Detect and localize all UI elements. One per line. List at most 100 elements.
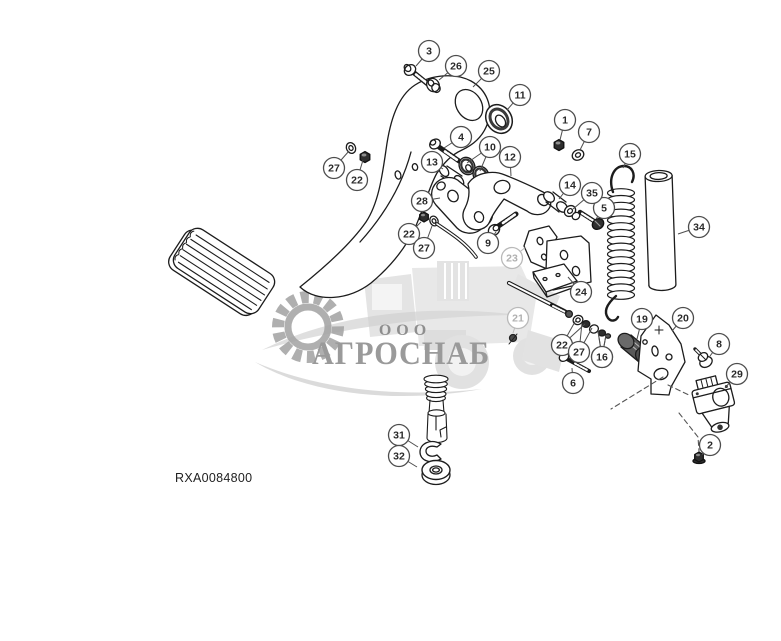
callout-balloon (498, 145, 522, 169)
alignment-dashed-lines (610, 376, 700, 452)
nut-22b (419, 211, 429, 223)
bolt-3 (403, 63, 432, 88)
washer-nut-stack-16 (572, 314, 612, 339)
washer-26 (426, 77, 441, 94)
callout-number: 6 (570, 378, 576, 390)
callout-27: 27 (322, 150, 350, 180)
callout-number: 27 (418, 243, 430, 255)
callout-balloon (477, 59, 501, 83)
watermark-harvester (364, 261, 566, 389)
callout-number: 25 (483, 66, 495, 78)
callout-balloon (580, 181, 604, 205)
callout-number: 20 (677, 313, 689, 325)
callout-number: 29 (731, 369, 743, 381)
callout-balloon (444, 54, 468, 78)
watermark-company-name: АГРОСНАБ (312, 336, 490, 372)
callout-28: 28 (410, 189, 441, 213)
control-rod-upper (435, 222, 478, 259)
callout-balloon (569, 280, 593, 304)
callout-balloon (687, 215, 711, 239)
callout-3: 3 (415, 39, 441, 67)
callout-number: 15 (624, 149, 636, 161)
watermark-company-prefix: ООО (379, 322, 431, 339)
pin-21 (508, 333, 518, 345)
figure-code: RXA0084800 (175, 471, 252, 485)
callout-number: 7 (586, 127, 592, 139)
callout-number: 32 (393, 451, 405, 463)
callout-balloon (630, 307, 654, 331)
callout-balloon (478, 135, 502, 159)
callout-number: 26 (450, 61, 462, 73)
bolt-5 (577, 209, 605, 230)
nut-22a (359, 150, 371, 164)
callout-6: 6 (561, 367, 585, 395)
callout-number: 22 (403, 229, 415, 241)
bracket-20 (637, 314, 686, 396)
clip-31 (419, 440, 442, 463)
bushing-11 (484, 103, 514, 135)
callout-balloon (387, 444, 411, 468)
watermark: ООО АГРОСНАБ (255, 261, 566, 397)
callout-balloon (577, 120, 601, 144)
callout-32: 32 (387, 444, 418, 468)
link-arm-12 (462, 171, 552, 231)
callout-balloon (500, 246, 524, 270)
spring-15 (604, 164, 636, 322)
callout-number: 19 (636, 314, 648, 326)
callout-25: 25 (472, 59, 501, 88)
callout-5: 5 (592, 196, 616, 220)
callout-26: 26 (438, 54, 468, 81)
callout-21: 21 (506, 306, 530, 334)
callout-balloon (345, 168, 369, 192)
callout-number: 10 (484, 142, 496, 154)
callout-24: 24 (567, 276, 593, 304)
callout-number: 12 (504, 152, 516, 164)
callout-29: 29 (724, 362, 749, 389)
callout-35: 35 (572, 181, 604, 210)
bracket-24 (532, 235, 592, 298)
callout-number: 22 (556, 340, 568, 352)
callout-balloon (449, 125, 473, 149)
callout-31: 31 (387, 423, 419, 448)
callout-number: 28 (416, 196, 428, 208)
callout-11: 11 (506, 83, 532, 111)
callout-number: 23 (506, 253, 518, 265)
watermark-leaf-swoosh-lower (255, 362, 482, 397)
callout-balloon (725, 362, 749, 386)
pedal-arm-pivot-hole (454, 88, 484, 122)
callout-balloon (410, 189, 434, 213)
callout-number: 3 (426, 46, 432, 58)
callout-balloon (397, 222, 421, 246)
callout-9: 9 (476, 231, 500, 255)
callout-15: 15 (618, 142, 642, 169)
callout-8: 8 (707, 332, 731, 357)
callout-balloon (592, 196, 616, 220)
callout-balloon (567, 340, 591, 364)
callout-27: 27 (567, 322, 593, 364)
callout-number: 31 (393, 430, 405, 442)
callout-34: 34 (677, 215, 711, 239)
callout-number: 27 (573, 347, 585, 359)
callout-12: 12 (498, 145, 522, 177)
washer-27a (345, 142, 357, 154)
callout-balloon (698, 433, 722, 457)
exploded-view (168, 63, 736, 486)
callout-number: 21 (512, 313, 524, 325)
callout-balloon (671, 306, 695, 330)
callout-balloon (476, 231, 500, 255)
callout-number: 34 (693, 222, 705, 234)
callout-14: 14 (558, 173, 582, 200)
callout-number: 24 (575, 287, 587, 299)
spacer-14 (542, 191, 569, 213)
callout-number: 35 (586, 188, 598, 200)
watermark-gear (272, 291, 344, 363)
callout-number: 11 (514, 90, 525, 102)
callout-7: 7 (577, 120, 601, 151)
callout-number: 1 (562, 115, 568, 127)
callout-balloon (618, 142, 642, 166)
control-rod-lower (506, 280, 574, 319)
callout-22: 22 (397, 221, 422, 246)
callout-1: 1 (553, 108, 577, 141)
tube-34 (644, 169, 677, 292)
